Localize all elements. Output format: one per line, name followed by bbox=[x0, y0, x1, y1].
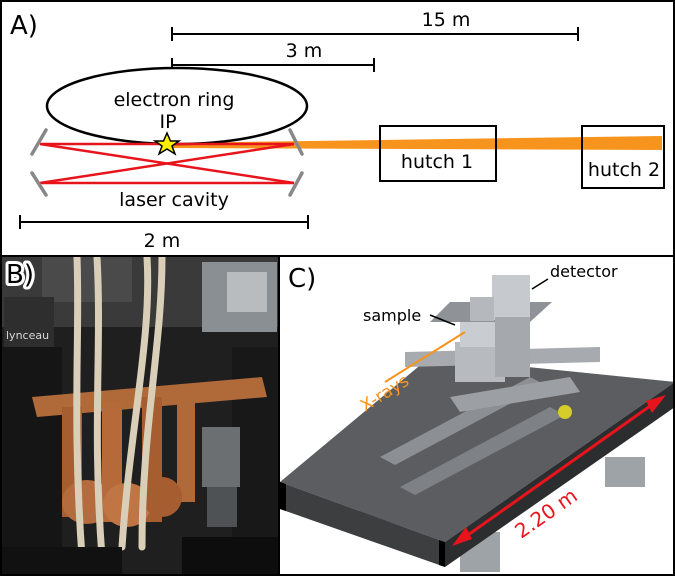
panel-a-schematic: A) 15 m 3 m electron ring IP bbox=[0, 0, 675, 257]
panel-a-label: A) bbox=[10, 11, 38, 41]
scale-3m-label: 3 m bbox=[286, 40, 323, 62]
panel-c-render: C) bbox=[278, 255, 675, 576]
cavity-mirrors bbox=[30, 128, 304, 197]
instrument-render: C) bbox=[280, 262, 673, 572]
xray-incoming-line bbox=[384, 331, 466, 383]
scale-2m-label: 2 m bbox=[144, 230, 181, 252]
ip-label: IP bbox=[159, 111, 176, 133]
hutch-2 bbox=[581, 125, 665, 189]
interaction-point-star bbox=[152, 131, 182, 156]
panel-c-label: C) bbox=[288, 264, 316, 294]
annotation-arrows bbox=[429, 278, 549, 326]
panel-a-diagram: A) 15 m 3 m electron ring IP bbox=[10, 9, 665, 252]
hutch-1-label: hutch 1 bbox=[401, 151, 473, 173]
laser-cavity-label: laser cavity bbox=[119, 189, 229, 211]
detector-assembly bbox=[430, 275, 552, 377]
lyncean-logo: lynceau bbox=[6, 329, 49, 342]
electron-ring-label: electron ring bbox=[114, 89, 235, 111]
xray-beam bbox=[167, 136, 662, 150]
scale-bar-15m bbox=[171, 27, 579, 41]
hutch-1 bbox=[379, 125, 497, 182]
scale-15m-label: 15 m bbox=[422, 9, 471, 31]
panel-b-label: B) bbox=[6, 260, 34, 290]
hutch-2-label: hutch 2 bbox=[588, 159, 660, 181]
sample-label: sample bbox=[363, 306, 421, 325]
table-length-arrow bbox=[452, 395, 666, 546]
scale-bar-2m bbox=[19, 215, 309, 229]
machine-photo-illustration: lynceau B) bbox=[2, 257, 278, 574]
panel-b-photo: lynceau B) bbox=[0, 255, 280, 576]
laser-beams bbox=[39, 142, 295, 185]
detector-label: detector bbox=[550, 262, 618, 281]
